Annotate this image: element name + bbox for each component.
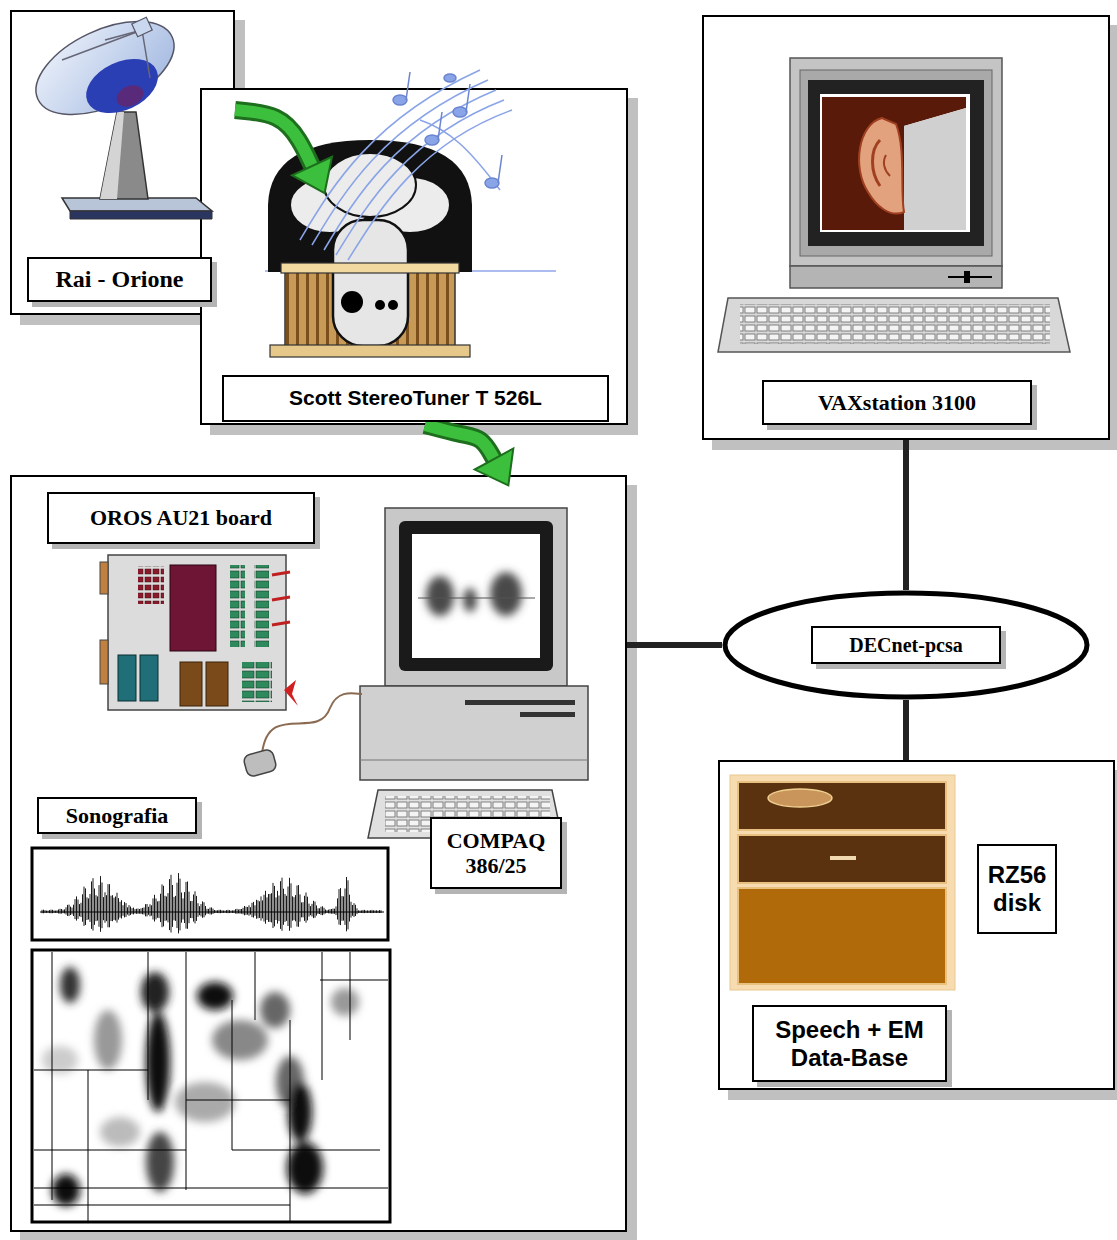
network-ellipse: DECnet-pcsa [722,590,1090,700]
network-link [627,642,722,648]
network-link [906,700,907,760]
network-link [903,700,909,760]
flow-arrow [425,425,494,459]
network-link [903,440,909,590]
ellipse-outline [725,593,1087,697]
workstation-panel: VAXstation 3100 [702,15,1110,440]
tuner-panel: Scott StereoTuner T 526L [200,88,628,425]
label-box: VAXstation 3100 [762,380,1032,425]
label-box: Rai - Orione [27,257,212,302]
network-link [906,440,907,590]
label-box: OROS AU21 board [47,492,315,544]
flow-arrow [425,425,494,459]
label-box: COMPAQ 386/25 [430,817,562,889]
network-link [627,645,722,646]
pc-panel: OROS AU21 boardSonografiaCOMPAQ 386/25 [10,475,627,1232]
label-box: DECnet-pcsa [811,626,1001,664]
label-box: Scott StereoTuner T 526L [222,375,609,422]
disk-panel: RZ56 diskSpeech + EM Data-Base [718,760,1115,1090]
tuner-illustration [444,74,456,82]
label-box: Sonografia [37,797,197,834]
label-box: RZ56 disk [977,844,1057,934]
label-box: Speech + EM Data-Base [752,1005,947,1082]
